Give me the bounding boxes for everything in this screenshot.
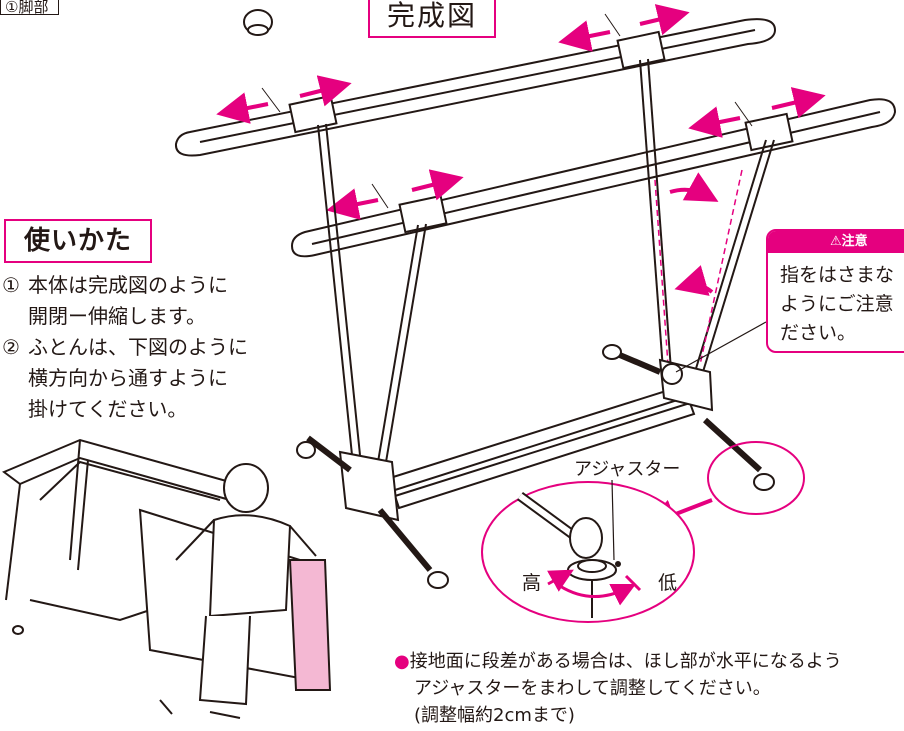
instruction-1-line-1: 本体は完成図のように [28,273,228,297]
person-with-futon [2,438,332,719]
swing-guides [654,169,743,366]
instruction-2-line-3: 掛けてください。 [28,397,188,421]
note-line-3: (調整幅約2cmまで) [414,705,575,726]
usage-heading: 使いかた [4,219,152,263]
instruction-1-line-2: 開閉ー伸縮します。 [28,304,206,328]
low-label: 低 [658,572,678,594]
base-frame [296,344,775,589]
instruction-2-line-2: 横方向から通すように [28,366,228,390]
legs-label: ①脚部 [0,0,59,15]
guide-ticks [261,13,753,209]
instruction-2: ② ふとんは、下図のように 横方向から通すように 掛けてください。 [2,332,248,425]
swing-arrow-bottom [674,265,714,296]
lower-rail [290,98,897,258]
instruction-1: ① 本体は完成図のように 開閉ー伸縮します。 [2,270,228,332]
caution-line-3: ださい。 [780,322,857,344]
instruction-1-number: ① [2,273,20,297]
adjuster-label-pointer [611,479,615,561]
adjuster-small-circle [707,441,805,515]
note-bullet: ● [394,651,410,672]
caution-text: 指をはさまな ようにご注意 ださい。 [780,261,894,348]
caution-pointer [675,321,767,373]
upper-rail [174,18,777,157]
extend-arrows [216,4,826,220]
instruction-2-line-1: ふとんは、下図のように [28,335,248,359]
caution-header: ⚠注意 [768,231,904,253]
high-label: 高 [522,572,542,594]
uprights [317,58,775,463]
leg-part-icon [243,9,273,36]
adjuster-label: アジャスター [574,459,681,480]
caution-line-2: ようにご注意 [780,293,894,315]
note-line-1: 接地面に段差がある場合は、ほし部が水平になるよう [409,651,842,672]
caution-line-1: 指をはさまな [780,264,895,286]
note-line-2: アジャスターをまわして調整してください。 [414,678,771,699]
swing-arrow-top [669,172,719,202]
completed-diagram-title: 完成図 [368,0,496,38]
adjuster-detail [517,491,617,618]
adjuster-note: ●接地面に段差がある場合は、ほし部が水平になるよう アジャスターをまわして調整し… [394,648,842,729]
caution-box: ⚠注意 指をはさまな ようにご注意 ださい。 [766,229,904,353]
instruction-2-number: ② [2,335,20,359]
